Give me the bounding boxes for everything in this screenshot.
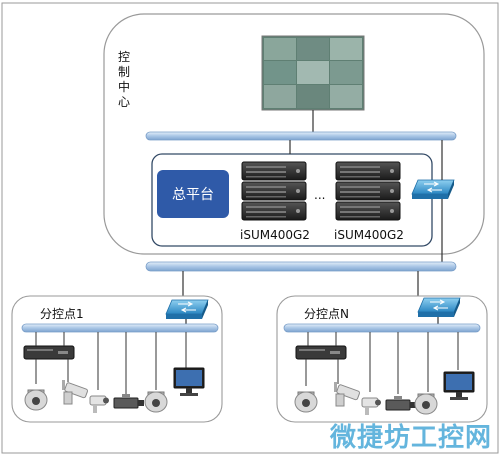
branch-1-dvr	[23, 345, 75, 360]
core-switch-icon	[411, 179, 455, 200]
watermark: 微捷坊工控网	[329, 423, 492, 453]
server-label-2: iSUM400G2	[334, 228, 404, 242]
branch-1-bus	[21, 323, 219, 333]
branch-n-switch-icon	[417, 297, 461, 318]
server-stack-1	[241, 161, 307, 221]
branch-n-label: 分控点N	[304, 307, 349, 321]
branch-1-switch-icon	[165, 299, 209, 320]
server-label-1: iSUM400G2	[240, 228, 310, 242]
dome-camera-icon	[294, 391, 318, 413]
video-wall	[261, 35, 365, 111]
main-bus	[145, 261, 457, 272]
central-platform-box: 总平台	[157, 170, 229, 218]
dome-camera-icon	[144, 391, 168, 413]
control-center-bus	[145, 131, 457, 141]
branch-n-bus	[283, 323, 481, 333]
server-stack-2	[335, 161, 401, 221]
branch-n-dvr	[295, 345, 347, 360]
central-platform-label: 总平台	[172, 187, 214, 203]
dome-camera-icon	[414, 393, 438, 415]
control-center-label: 控制中心	[118, 50, 131, 109]
dome-camera-icon	[24, 389, 48, 411]
server-ellipsis: ...	[314, 188, 326, 202]
branch-1-label: 分控点1	[40, 307, 84, 321]
